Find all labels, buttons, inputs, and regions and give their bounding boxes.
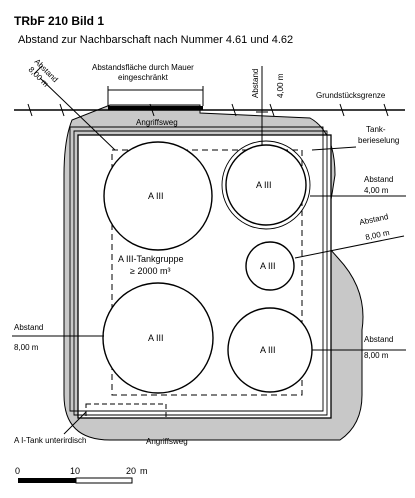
underground-tank-leader: [63, 411, 87, 435]
tank-group-label-2: ≥ 2000 m³: [130, 266, 170, 276]
tank-group-label-1: A III-Tankgruppe: [118, 254, 184, 264]
wall-area-label-line2: eingeschränkt: [118, 73, 169, 82]
scale-tick-0: 0: [15, 466, 20, 476]
wall-dimension-bracket: [107, 86, 204, 106]
wall-segment: [108, 106, 203, 110]
tank-small-middle-right: [245, 241, 295, 291]
abstand-right-lower-label-2: 8,00 m: [364, 351, 389, 360]
tank-label: A III: [260, 345, 276, 355]
tank-label: A III: [260, 261, 276, 271]
abstand-left-lower-label-1: Abstand: [14, 323, 43, 332]
abstand-top-left-arrow: [39, 77, 116, 151]
access-road-bottom-label: Angriffsweg: [146, 437, 188, 446]
abstand-right-1-label-1: Abstand: [364, 175, 393, 184]
tank-sprinkler-leader: [311, 146, 357, 151]
figure-title: TRbF 210 Bild 1: [14, 14, 104, 28]
abstand-left-lower-label-2: 8,00 m: [14, 343, 39, 352]
abstand-top-right-label-2: 4,00 m: [276, 73, 285, 98]
access-road-top-label: Angriffsweg: [136, 118, 178, 127]
abstand-right-2-arrow: [294, 235, 405, 259]
access-road-outline: [69, 126, 324, 412]
underground-tank: [85, 403, 167, 419]
tank-large-bottom-left: [102, 282, 214, 394]
scale-tick-20: 20: [126, 466, 136, 476]
scale-tick-10: 10: [70, 466, 80, 476]
underground-tank-label: A I-Tank unterirdisch: [14, 436, 86, 445]
abstand-right-lower-label-1: Abstand: [364, 335, 393, 344]
scale-bar: [18, 477, 133, 484]
tank-large-top-left: [103, 141, 213, 251]
property-boundary-label: Grundstücksgrenze: [316, 91, 386, 100]
scale-unit: m: [140, 466, 148, 476]
abstand-right-1-label-2: 4,00 m: [364, 186, 389, 195]
tank-group-boundary: [111, 149, 303, 396]
access-road-inner: [73, 130, 328, 416]
tank-medium-top-right: [225, 144, 307, 226]
abstand-top-right-label-1: Abstand: [251, 69, 260, 98]
wall-area-label-line1: Abstandsfläche durch Mauer: [92, 63, 194, 72]
abstand-right-2-label-1: Abstand: [359, 212, 390, 227]
tank-sprinkler-label-2: berieselung: [358, 136, 399, 145]
tank-label: A III: [148, 191, 164, 201]
abstand-top-left-offset: [33, 65, 43, 75]
figure-subtitle: Abstand zur Nachbarschaft nach Nummer 4.…: [18, 34, 293, 46]
tank-sprinkler-ring: [221, 140, 311, 230]
tank-sprinkler-label-1: Tank-: [366, 125, 386, 134]
tank-label: A III: [148, 333, 164, 343]
tank-label: A III: [256, 180, 272, 190]
